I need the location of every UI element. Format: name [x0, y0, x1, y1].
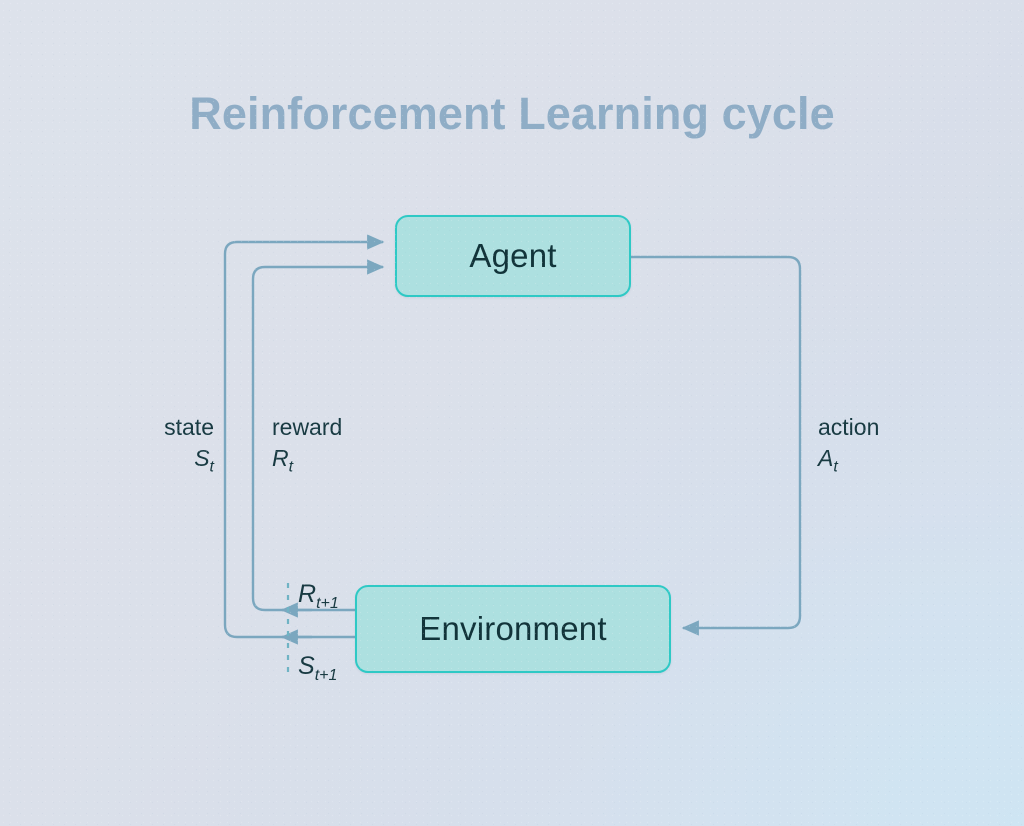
edge-label-action-text: action: [818, 414, 880, 440]
edge-label-reward-text: reward: [272, 414, 343, 440]
node-agent[interactable]: Agent: [395, 215, 631, 297]
edge-label-reward-next: Rt+1: [298, 580, 339, 612]
edge-label-state-text: state: [164, 414, 214, 440]
page-title: Reinforcement Learning cycle: [189, 88, 835, 139]
edge-action-path: [631, 255, 802, 636]
edge-label-action: action At: [818, 412, 879, 478]
edge-state-path: [223, 234, 385, 639]
node-agent-label: Agent: [469, 237, 557, 274]
edge-label-action-symbol: At: [818, 444, 838, 476]
edge-reward-path: [251, 259, 385, 612]
edge-label-state: state St: [66, 412, 214, 478]
edge-label-reward-symbol: Rt: [272, 444, 294, 476]
node-environment-label: Environment: [419, 610, 607, 647]
edge-label-state-next: St+1: [298, 652, 338, 684]
edge-label-reward: reward Rt: [272, 412, 342, 478]
edge-label-state-symbol: St: [194, 444, 214, 476]
node-environment[interactable]: Environment: [355, 585, 671, 673]
